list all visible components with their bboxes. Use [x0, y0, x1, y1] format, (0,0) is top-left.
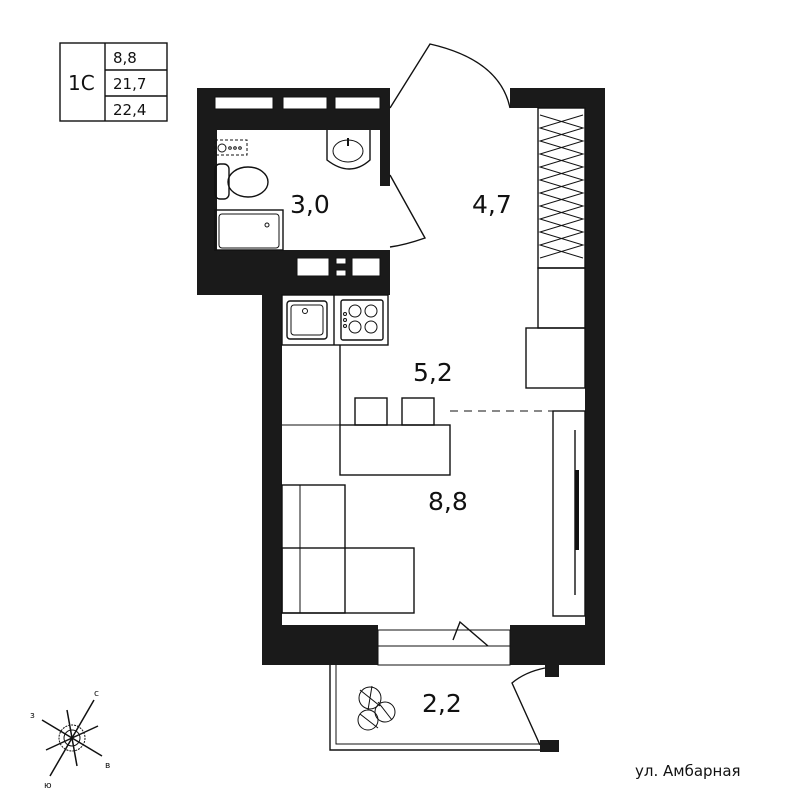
- sofa: [281, 484, 346, 614]
- room-area-living: 8,8: [428, 487, 468, 516]
- room-area-bathroom: 3,0: [290, 190, 330, 219]
- sink-icon: [326, 130, 371, 170]
- room-area-balcony: 2,2: [422, 689, 462, 718]
- apartment-legend: 1С 8,8 21,7 22,4: [59, 42, 168, 122]
- tv-stand: [552, 410, 586, 617]
- dining-table: [339, 424, 451, 476]
- living-furniture: [281, 410, 586, 617]
- doors: [389, 43, 546, 746]
- windows: [214, 96, 511, 666]
- living-area: 8,8: [113, 49, 137, 67]
- chair: [401, 397, 435, 426]
- compass-north: с: [94, 689, 99, 699]
- shower-tray: [214, 209, 284, 251]
- compass-west: з: [30, 711, 35, 721]
- kitchen-sink-icon: [286, 300, 328, 340]
- total-area: 21,7: [113, 75, 146, 93]
- street-name: ул. Амбарная: [635, 762, 741, 780]
- room-area-kitchen: 5,2: [413, 358, 453, 387]
- compass-icon: с з в ю: [30, 689, 110, 791]
- kitchen-fixtures: [281, 294, 553, 476]
- stove-icon: [340, 299, 384, 341]
- apartment-type: 1С: [68, 71, 95, 95]
- walls: [197, 88, 605, 665]
- toilet-icon: [214, 163, 230, 200]
- room-area-hallway: 4,7: [472, 190, 512, 219]
- total-area-with-balcony: 22,4: [113, 101, 146, 119]
- plant-icon: [357, 685, 396, 731]
- chair: [354, 397, 388, 426]
- wardrobe: [525, 107, 586, 389]
- compass-east: в: [105, 761, 110, 771]
- compass-south: ю: [44, 781, 52, 791]
- bathroom-fixtures: [214, 130, 371, 251]
- balcony: [329, 665, 559, 752]
